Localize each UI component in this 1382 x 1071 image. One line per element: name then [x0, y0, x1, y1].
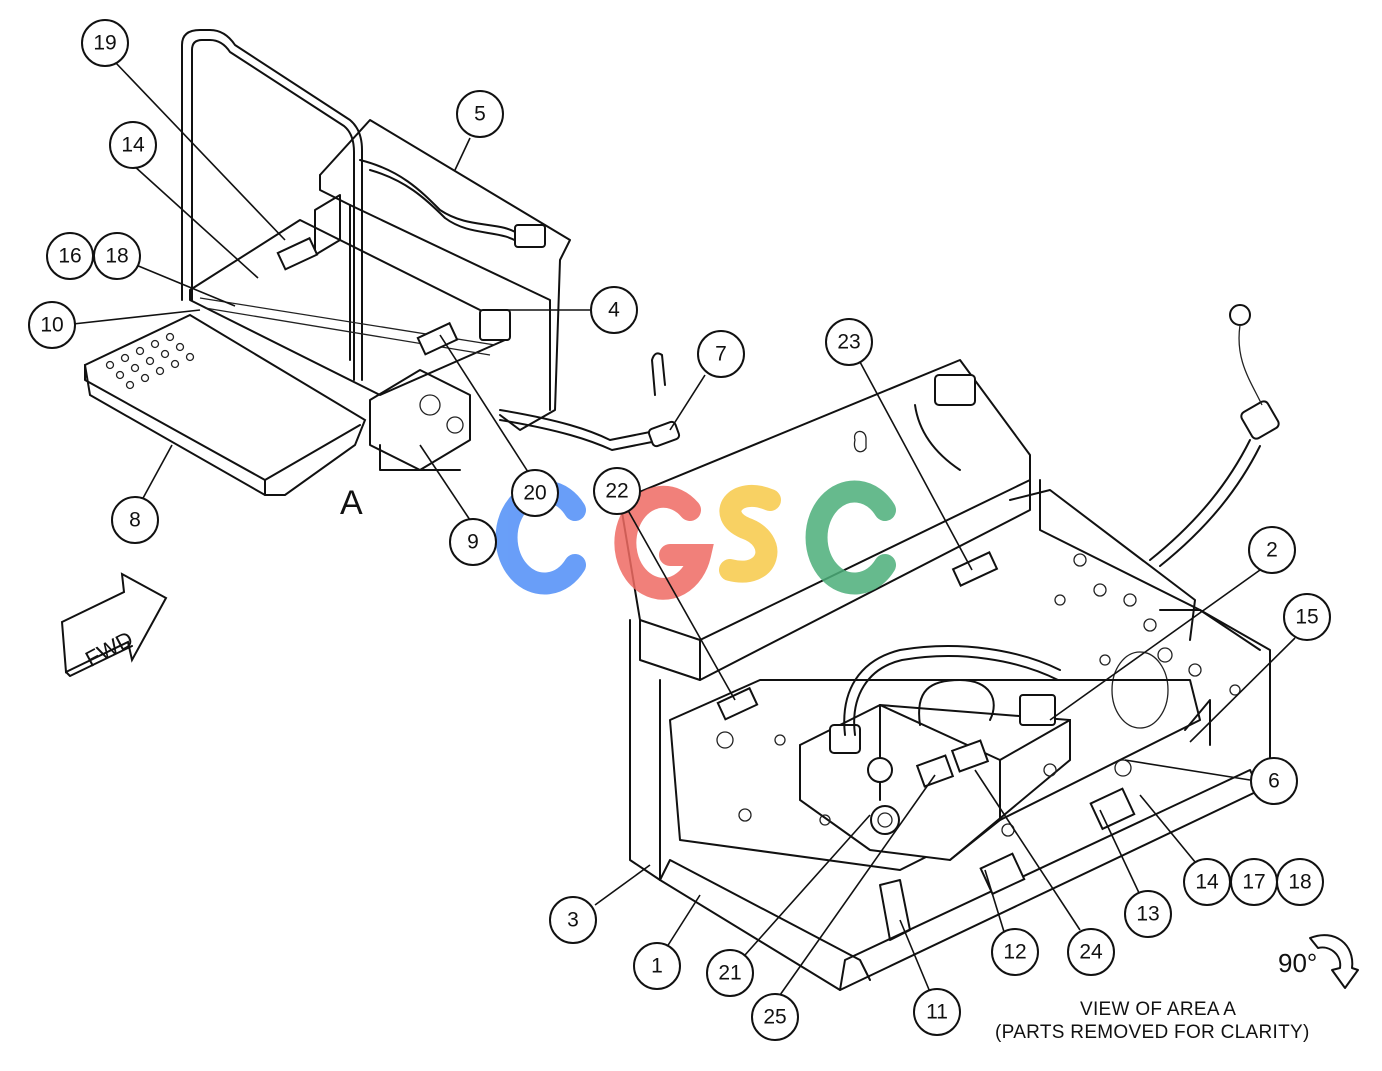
frame-platform-assembly — [619, 304, 1280, 991]
svg-text:12: 12 — [1003, 941, 1026, 964]
callout-15: 15 — [1283, 593, 1331, 641]
callout-11: 11 — [913, 988, 961, 1036]
watermark-logo — [495, 480, 896, 600]
callout-14-lower: 14 — [1183, 858, 1231, 906]
callout-14-upper: 14 — [109, 121, 157, 169]
rotation-label: 90° — [1278, 948, 1318, 978]
svg-text:20: 20 — [523, 482, 546, 505]
svg-text:2: 2 — [1266, 539, 1278, 562]
svg-text:4: 4 — [608, 299, 620, 322]
svg-text:19: 19 — [93, 32, 116, 55]
callout-9: 9 — [449, 518, 497, 566]
svg-text:1: 1 — [651, 955, 663, 978]
svg-text:14: 14 — [121, 134, 145, 157]
callout-23: 23 — [825, 318, 873, 366]
svg-text:10: 10 — [40, 314, 63, 337]
callout-21: 21 — [706, 949, 754, 997]
svg-text:25: 25 — [763, 1006, 786, 1029]
callout-5: 5 — [456, 90, 504, 138]
callout-18-upper: 18 — [93, 232, 141, 280]
callout-19: 19 — [81, 19, 129, 67]
svg-text:16: 16 — [58, 245, 81, 268]
view-caption-line2: (PARTS REMOVED FOR CLARITY) — [995, 1022, 1310, 1043]
callout-4: 4 — [590, 286, 638, 334]
area-a-label: A — [340, 484, 363, 522]
svg-text:14: 14 — [1195, 871, 1219, 894]
callout-18-lower: 18 — [1276, 858, 1324, 906]
callout-25: 25 — [751, 993, 799, 1041]
callout-2: 2 — [1248, 526, 1296, 574]
rotation-arrow-icon — [1309, 934, 1359, 989]
svg-text:7: 7 — [715, 343, 727, 366]
callout-22: 22 — [593, 467, 641, 515]
svg-text:6: 6 — [1268, 770, 1280, 793]
view-caption-line1: VIEW OF AREA A — [1080, 999, 1237, 1020]
svg-text:3: 3 — [567, 909, 579, 932]
svg-text:21: 21 — [718, 962, 741, 985]
svg-text:11: 11 — [926, 1001, 948, 1024]
callout-16: 16 — [46, 232, 94, 280]
callout-7: 7 — [697, 330, 745, 378]
callout-1: 1 — [633, 942, 681, 990]
callout-10: 10 — [28, 301, 76, 349]
callout-6: 6 — [1250, 757, 1298, 805]
callout-12: 12 — [991, 928, 1039, 976]
callout-13: 13 — [1124, 890, 1172, 938]
svg-text:9: 9 — [467, 531, 479, 554]
callout-8: 8 — [111, 496, 159, 544]
forward-direction-arrow: FWD — [60, 572, 168, 677]
leader-lines — [63, 61, 1296, 996]
callout-24: 24 — [1067, 928, 1115, 976]
callout-20: 20 — [511, 469, 559, 517]
callout-17: 17 — [1230, 858, 1278, 906]
svg-text:18: 18 — [1288, 871, 1311, 894]
svg-text:22: 22 — [605, 480, 628, 503]
svg-text:24: 24 — [1079, 941, 1103, 964]
svg-text:23: 23 — [837, 331, 860, 354]
svg-text:13: 13 — [1136, 903, 1159, 926]
svg-text:17: 17 — [1242, 871, 1265, 894]
svg-text:18: 18 — [105, 245, 128, 268]
svg-text:8: 8 — [129, 509, 141, 532]
seat-frame-assembly — [83, 29, 681, 496]
svg-text:15: 15 — [1295, 606, 1318, 629]
callout-3: 3 — [549, 896, 597, 944]
svg-text:5: 5 — [474, 103, 486, 126]
